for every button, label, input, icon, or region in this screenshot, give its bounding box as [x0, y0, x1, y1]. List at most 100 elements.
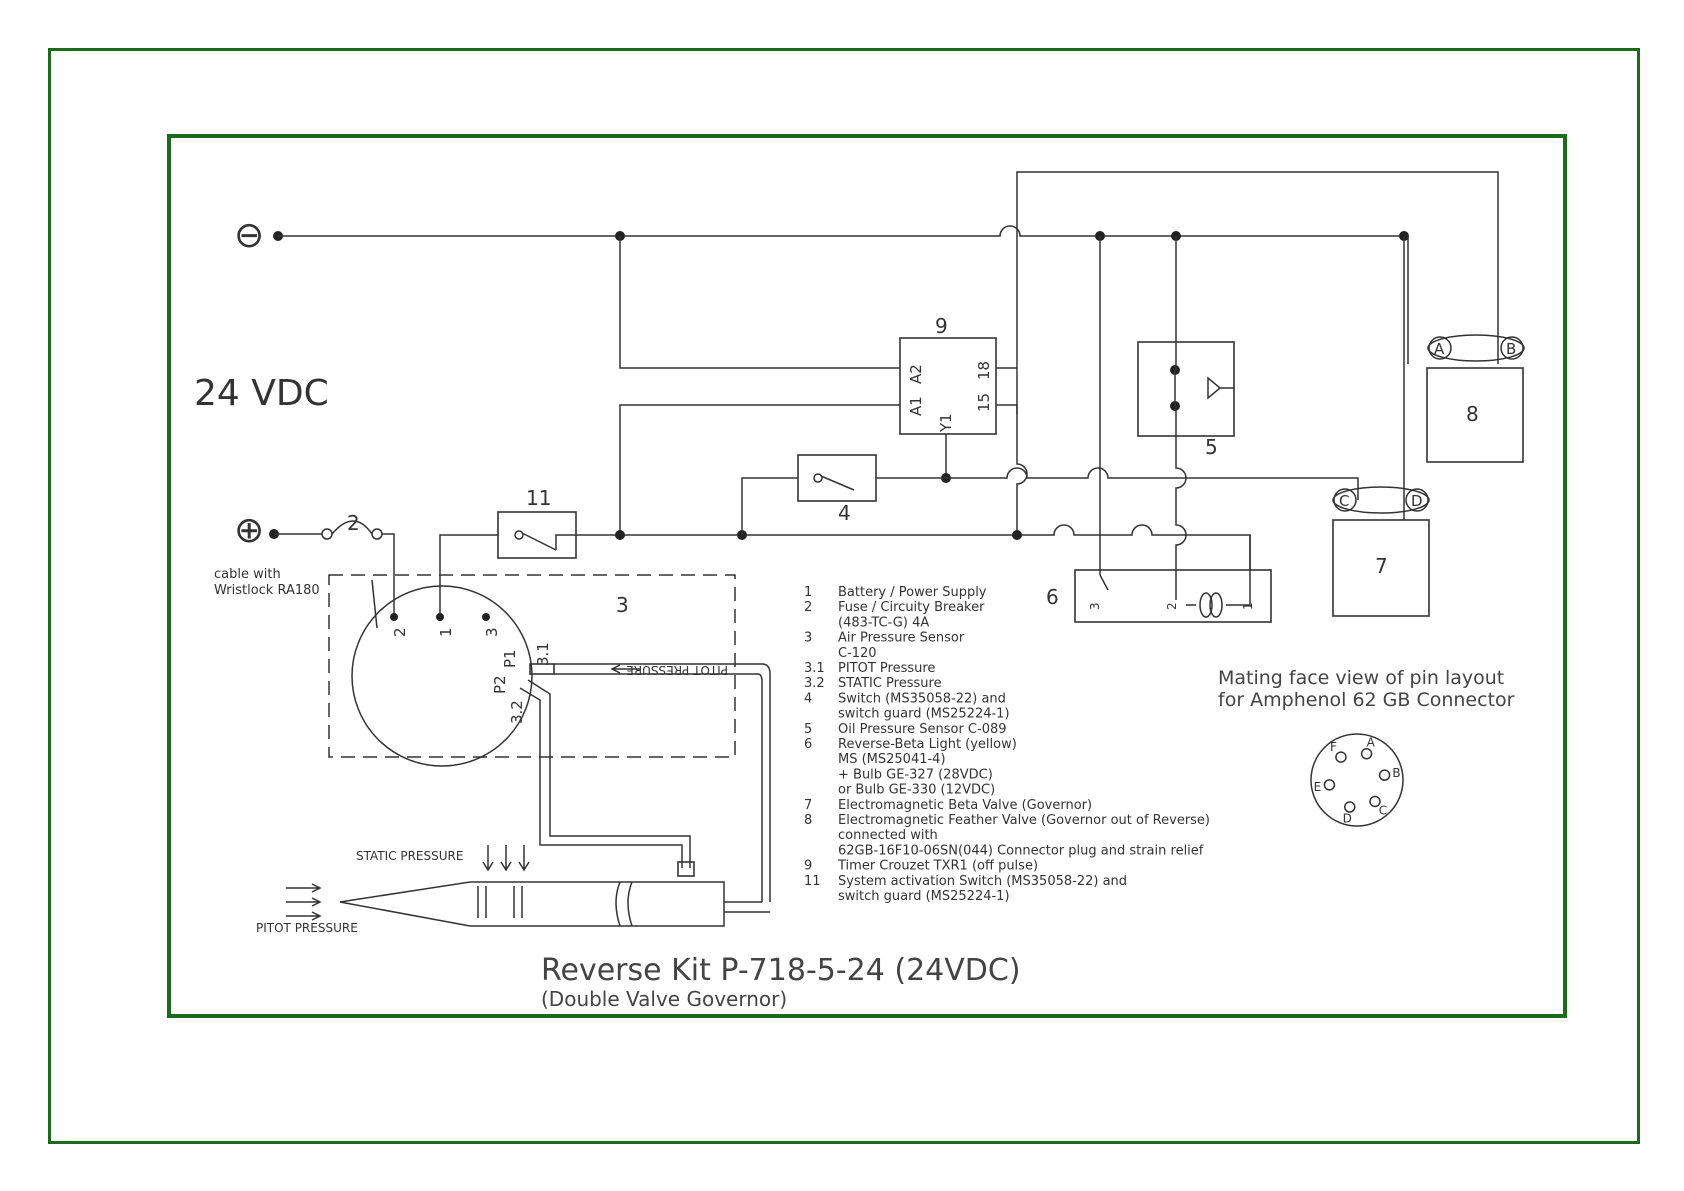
plus-terminal-symbol: ⊕	[234, 510, 264, 551]
legend-text: Electromagnetic Feather Valve (Governor …	[838, 813, 1210, 828]
legend-text: (483-TC-G) 4A	[838, 615, 929, 630]
legend-text: Battery / Power Supply	[838, 585, 987, 600]
pitot-probe	[339, 881, 725, 927]
voltage-label: 24 VDC	[194, 373, 329, 414]
probe-ports	[477, 886, 523, 918]
legend-number: 3.2	[804, 676, 825, 691]
legend-number: 8	[804, 813, 812, 828]
legend-text: System activation Switch (MS35058-22) an…	[838, 874, 1127, 889]
wire-neg-to-timer-a2	[619, 236, 900, 369]
pitot-arrows	[286, 883, 322, 921]
legend-number: 3	[804, 631, 812, 646]
sensor-port-p2: P2	[491, 675, 509, 694]
wire-timer-15	[996, 404, 1028, 535]
wire-fuse-to-sensor	[382, 533, 395, 617]
sensor-pin-1: 1	[437, 627, 455, 637]
static-arrows	[482, 845, 530, 872]
beta-valve-connector	[1332, 486, 1430, 514]
static-pressure-label: STATIC PRESSURE	[356, 849, 463, 863]
static-tube	[519, 679, 691, 868]
legend-number: 11	[804, 874, 821, 889]
junction-dot	[615, 530, 625, 540]
timer-pin-a2: A2	[907, 364, 925, 384]
switch-11-contact	[514, 530, 524, 540]
legend-text: Air Pressure Sensor	[838, 631, 965, 646]
outer-frame	[48, 48, 1640, 1144]
light-wire	[1186, 535, 1251, 606]
sensor-port-31: 3.1	[534, 642, 552, 666]
mating-line1: Mating face view of pin layout	[1218, 667, 1504, 689]
legend-text: Switch (MS35058-22) and	[838, 691, 1006, 706]
connector-pin-label: E	[1314, 780, 1322, 794]
junction-dot	[1012, 530, 1022, 540]
switch-4-lever	[820, 475, 855, 491]
switch-4-number: 4	[838, 501, 851, 525]
light-number: 6	[1046, 585, 1059, 609]
legend-text: switch guard (MS25224-1)	[838, 707, 1010, 722]
connector-face	[1310, 733, 1404, 827]
legend-text: STATIC Pressure	[838, 676, 942, 691]
timer-pin-18: 18	[975, 361, 993, 380]
wire-sensor1-to-switch11	[439, 534, 498, 617]
fuse-terminal	[371, 528, 383, 540]
oil-sensor-number: 5	[1205, 435, 1218, 459]
fuse-element	[331, 520, 373, 535]
pin-d-label: D	[1411, 492, 1423, 510]
pin-c	[1333, 488, 1357, 512]
timer-pin-a1: A1	[907, 396, 925, 416]
negative-bus	[278, 225, 1408, 237]
light-pin-1: 1	[1241, 602, 1255, 610]
feather-valve-box	[1426, 367, 1524, 463]
port-31-fitting	[529, 663, 555, 675]
legend-text: Oil Pressure Sensor C-089	[838, 722, 1007, 737]
feather-valve-number: 8	[1466, 402, 1479, 426]
beta-valve-box	[1332, 519, 1430, 617]
pitot-tube	[554, 663, 771, 902]
wire-pos-to-timer-a1	[619, 404, 900, 535]
legend-text: PITOT Pressure	[838, 661, 935, 676]
switch-11-lever	[521, 532, 557, 551]
legend-text: 62GB-16F10-06SN(044) Connector plug and …	[838, 843, 1204, 858]
connector-pin-label: F	[1330, 740, 1337, 754]
legend-number: 4	[804, 691, 812, 706]
pitot-pressure-label: PITOT PRESSURE	[256, 921, 358, 935]
pin-c-label: C	[1339, 492, 1349, 510]
legend-number: 2	[804, 600, 812, 615]
light-box	[1074, 569, 1272, 623]
legend-number: 3.1	[804, 661, 825, 676]
connector-pin-label: B	[1392, 766, 1400, 780]
sensor-pin-dot	[436, 613, 444, 621]
minus-terminal-symbol: ⊖	[234, 215, 264, 256]
beta-valve-number: 7	[1375, 554, 1388, 578]
fuse-number: 2	[347, 511, 360, 535]
cable-note-line1: cable with	[214, 567, 281, 582]
legend-text: Timer Crouzet TXR1 (off pulse)	[837, 859, 1038, 874]
diagram-title: Reverse Kit P-718-5-24 (24VDC)	[541, 953, 1021, 988]
sensor-port-32: 3.2	[508, 700, 526, 724]
diagram-frame	[167, 134, 1567, 1018]
cable-note-leader	[371, 579, 378, 629]
connector-pin-label: C	[1379, 804, 1387, 818]
connector-pin-e	[1323, 779, 1336, 791]
static-fitting	[677, 861, 695, 877]
connector-pin-a	[1360, 747, 1373, 760]
timer-pin-y1: Y1	[937, 413, 955, 433]
switch-4-box	[797, 454, 877, 502]
legend-text: Electromagnetic Beta Valve (Governor)	[838, 798, 1092, 813]
pitot-tube-label: PITOT PRESSURE	[626, 663, 728, 677]
wire-switch4-to-valve7	[876, 467, 1359, 500]
legend-number: 7	[804, 798, 812, 813]
connector-pin-f	[1335, 751, 1347, 763]
oil-sensor-box	[1137, 341, 1235, 437]
mating-line2: for Amphenol 62 GB Connector	[1218, 689, 1515, 711]
pin-b-label: B	[1506, 340, 1516, 358]
connector-pin-label: D	[1343, 812, 1352, 826]
legend-number: 6	[804, 737, 812, 752]
timer-pin-15: 15	[975, 393, 993, 412]
wire-switch11-out	[555, 534, 576, 550]
bulb-coil	[1199, 592, 1213, 618]
light-pin-3: 3	[1088, 602, 1102, 610]
